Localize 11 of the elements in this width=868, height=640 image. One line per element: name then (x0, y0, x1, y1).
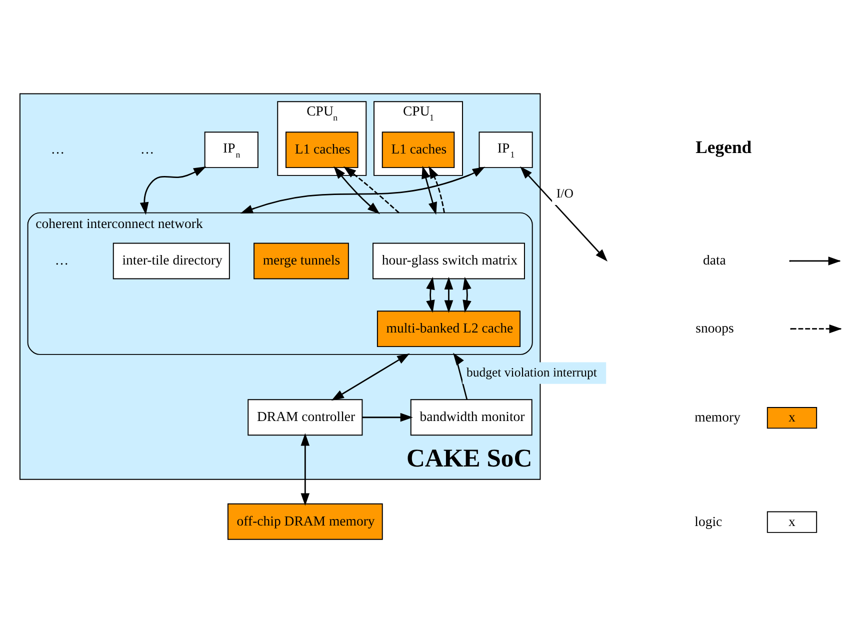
label: … (54, 252, 69, 268)
label: … (50, 141, 65, 156)
label: … (140, 141, 154, 156)
label: x (788, 409, 796, 424)
edge-label: I/O (556, 186, 574, 200)
legend-label: data (702, 252, 726, 268)
legend-label: snoops (696, 320, 734, 335)
legend-label: memory (694, 409, 740, 424)
label: x (788, 513, 796, 528)
legend-label: logic (694, 513, 722, 528)
label: Legend (696, 136, 752, 157)
